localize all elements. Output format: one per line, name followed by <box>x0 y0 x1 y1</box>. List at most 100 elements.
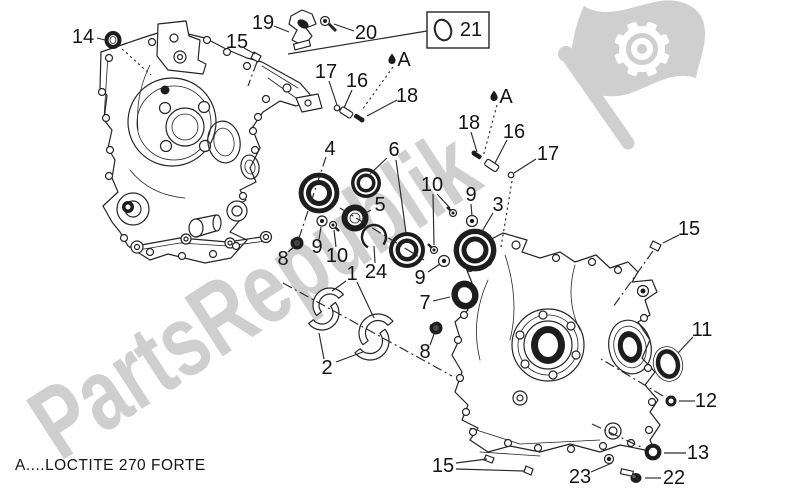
leader-4 <box>296 156 327 245</box>
leader-9 <box>427 263 441 273</box>
callout-5[interactable]: 5 <box>374 194 385 216</box>
axis-line-4 <box>287 30 428 55</box>
part-7-seal <box>451 280 479 310</box>
callout-4[interactable]: 4 <box>324 138 335 160</box>
ref-box-21-label: 21 <box>460 19 482 41</box>
leader-10 <box>432 193 435 246</box>
top-mount-boss <box>156 20 207 75</box>
leader-23 <box>590 462 613 473</box>
leader-20 <box>333 23 355 32</box>
shift-linkage <box>129 230 273 254</box>
axis-line-0 <box>339 207 425 261</box>
left-crankcase <box>97 20 323 264</box>
callout-9[interactable]: 9 <box>311 236 322 258</box>
gear-icon <box>614 21 670 77</box>
callout-9[interactable]: 9 <box>414 267 425 289</box>
grease-droplet-icon <box>388 53 396 64</box>
leader-9 <box>318 226 322 240</box>
axis-line-3 <box>591 423 644 449</box>
leader-5 <box>361 209 372 216</box>
flag-shape <box>571 0 706 97</box>
part-8-plug-right <box>429 321 443 335</box>
part-13-seal <box>644 443 662 461</box>
callout-24[interactable]: 24 <box>365 261 387 283</box>
part-19-sensor <box>288 9 317 51</box>
leader-1 <box>356 281 375 319</box>
union-bracket <box>295 93 323 113</box>
leader-2 <box>335 351 364 363</box>
callout-11[interactable]: 11 <box>692 319 713 341</box>
callout-8[interactable]: 8 <box>277 248 288 270</box>
callout-18[interactable]: 18 <box>396 85 418 107</box>
leader-16 <box>494 139 508 164</box>
callout-A[interactable]: A <box>499 86 513 108</box>
callout-15[interactable]: 15 <box>226 31 248 53</box>
callout-14[interactable]: 14 <box>72 26 94 48</box>
callout-6[interactable]: 6 <box>388 139 399 161</box>
leader-9 <box>470 203 473 217</box>
callout-8[interactable]: 8 <box>419 341 430 363</box>
part-6-bearing-upper <box>351 168 381 198</box>
leader-10 <box>436 193 451 209</box>
callout-10[interactable]: 10 <box>326 245 348 267</box>
callout-23[interactable]: 23 <box>569 466 591 488</box>
leader-1 <box>331 280 347 292</box>
leader-6 <box>369 157 388 175</box>
part-16-17-18-top <box>333 104 365 123</box>
bolt-holes-left <box>97 35 271 261</box>
callout-13[interactable]: 13 <box>687 442 709 464</box>
callout-12[interactable]: 12 <box>695 390 717 412</box>
leader-15 <box>247 61 258 87</box>
axis-line-2 <box>500 180 513 248</box>
callout-A[interactable]: A <box>397 49 411 71</box>
part-15-pins <box>250 51 662 476</box>
right-crankcase <box>451 232 661 457</box>
part-1-2-shells <box>308 287 394 361</box>
callout-19[interactable]: 19 <box>252 12 274 34</box>
leader-6 <box>395 159 407 234</box>
o-ring-icon <box>433 18 453 42</box>
leader-14 <box>96 37 106 41</box>
leader-16 <box>343 89 353 109</box>
leader-15 <box>243 47 256 55</box>
leader-18 <box>366 99 398 117</box>
callout-15[interactable]: 15 <box>432 455 454 477</box>
callout-17[interactable]: 17 <box>537 143 559 165</box>
leader-3 <box>480 212 494 234</box>
part-20-bolt <box>319 15 338 33</box>
leader-17 <box>328 80 338 106</box>
callout-20[interactable]: 20 <box>355 22 377 44</box>
leader-7 <box>432 296 451 302</box>
callout-3[interactable]: 3 <box>492 194 503 216</box>
callout-7[interactable]: 7 <box>419 292 430 314</box>
leader-8 <box>287 246 295 253</box>
part-23-nut <box>603 453 615 465</box>
callout-16[interactable]: 16 <box>346 70 368 92</box>
leader-15 <box>662 234 680 244</box>
part-5-seal <box>341 204 369 232</box>
leader-A <box>361 66 394 111</box>
callout-16[interactable]: 16 <box>503 121 525 143</box>
part-11-seal <box>652 346 684 382</box>
side-boss <box>608 319 652 375</box>
callout-10[interactable]: 10 <box>421 174 443 196</box>
leader-15 <box>455 468 525 472</box>
callout-18[interactable]: 18 <box>458 112 480 134</box>
part-14-seal <box>104 31 122 49</box>
callout-1[interactable]: 1 <box>346 263 357 285</box>
callout-2[interactable]: 2 <box>321 357 332 379</box>
callout-17[interactable]: 17 <box>315 61 337 83</box>
callout-22[interactable]: 22 <box>663 467 685 489</box>
leader-19 <box>273 25 290 33</box>
leader-24 <box>373 245 376 264</box>
callout-15[interactable]: 15 <box>678 218 700 240</box>
part-9-washers <box>316 214 479 268</box>
ref-box-21: 21 <box>426 11 490 49</box>
callout-9[interactable]: 9 <box>465 184 476 206</box>
pump-boss <box>116 192 150 226</box>
watermark-logo <box>558 0 706 150</box>
leader-10 <box>333 229 337 248</box>
